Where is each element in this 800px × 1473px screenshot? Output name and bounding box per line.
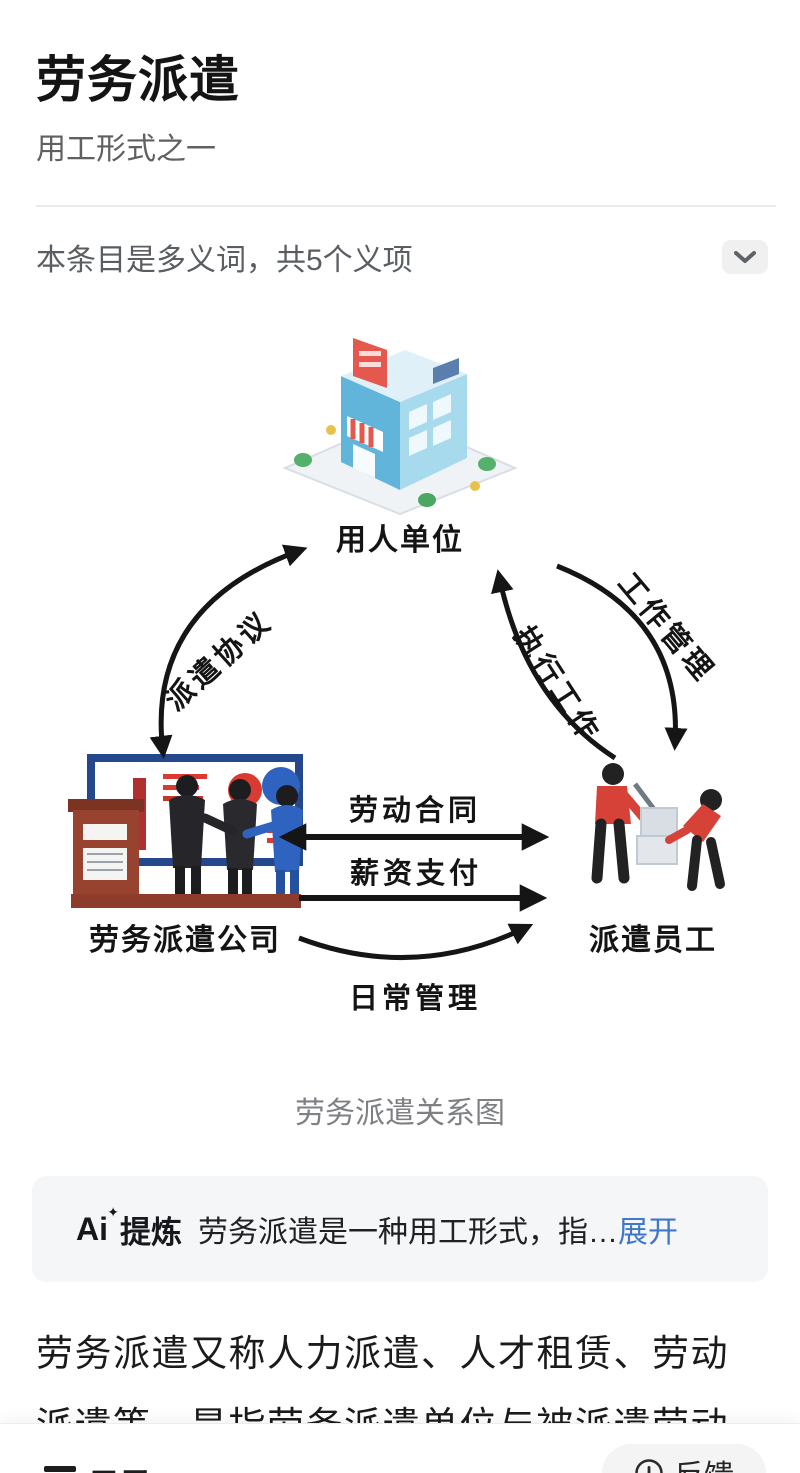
expand-meanings-button[interactable] <box>722 240 768 274</box>
edge-salary-payment-label: 薪资支付 <box>350 857 482 890</box>
menu-icon <box>44 1466 76 1472</box>
chevron-down-icon <box>734 250 756 263</box>
feedback-button[interactable]: 反馈 <box>602 1444 766 1473</box>
edge-dispatch-agreement-label: 派遣协议 <box>159 605 279 718</box>
ai-sparkle-icon: ✦ <box>107 1203 119 1220</box>
page-title: 劳务派遣 <box>36 52 240 108</box>
node-workers-label: 派遣员工 <box>589 924 717 957</box>
ai-logo: Ai ✦ <box>76 1203 119 1247</box>
ai-summary-card[interactable]: Ai ✦ 提炼 劳务派遣是一种用工形式，指… 展开 <box>32 1176 768 1282</box>
bottom-bar: 目录 反馈 <box>0 1423 800 1473</box>
edge-daily-management-label: 日常管理 <box>349 981 481 1015</box>
node-employer-illustration <box>282 338 518 516</box>
edge-execute-work-arrow <box>491 569 617 761</box>
polysemy-notice-row: 本条目是多义词，共5个义项 <box>36 236 768 278</box>
polysemy-notice: 本条目是多义词，共5个义项 <box>36 244 413 277</box>
ai-summary-text: 劳务派遣是一种用工形式，指… <box>198 1216 618 1249</box>
toc-button[interactable]: 目录 <box>44 1460 152 1473</box>
toc-label: 目录 <box>88 1460 152 1473</box>
node-agency-label: 劳务派遣公司 <box>89 924 281 957</box>
edge-dispatch-agreement-arrow <box>149 544 308 759</box>
edge-execute-work-label: 执行工作 <box>507 620 607 749</box>
expand-link[interactable]: 展开 <box>618 1216 678 1249</box>
edge-daily-management-arrow <box>298 923 534 961</box>
relationship-diagram[interactable]: 用人单位 <box>35 338 765 1078</box>
feedback-icon <box>635 1459 663 1473</box>
page-subtitle: 用工形式之一 <box>36 133 216 166</box>
edge-labor-contract-label: 劳动合同 <box>349 794 481 827</box>
divider <box>36 205 776 207</box>
node-agency-illustration <box>68 754 303 908</box>
ai-badge-label: 提炼 <box>120 1214 182 1250</box>
edge-work-management-arrow <box>556 563 688 751</box>
node-employer-label: 用人单位 <box>336 523 464 557</box>
node-workers-illustration <box>591 763 725 891</box>
feedback-label: 反馈 <box>674 1451 734 1473</box>
figure-caption: 劳务派遣关系图 <box>295 1097 505 1130</box>
